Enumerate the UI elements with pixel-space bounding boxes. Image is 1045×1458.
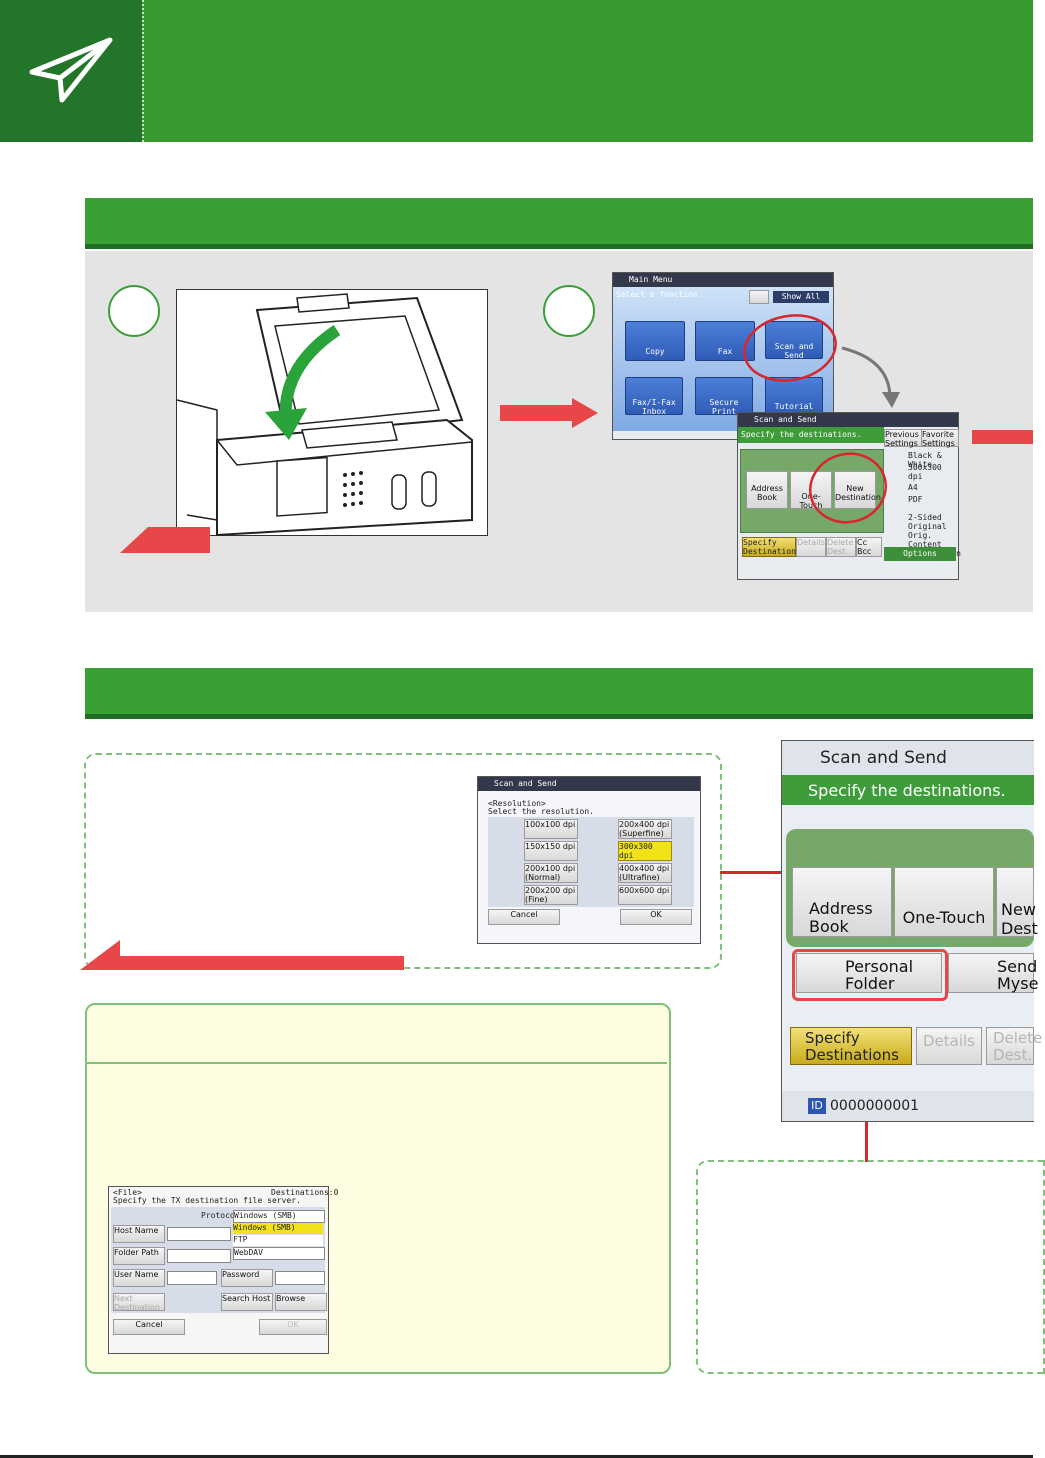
password-button[interactable]: Password <box>221 1269 273 1287</box>
file-screen: <File> Specify the TX destination file s… <box>108 1186 338 1354</box>
section-1-bar <box>85 198 1033 249</box>
large-new-dest-button[interactable]: New Dest <box>996 867 1038 938</box>
red-arrow-left <box>120 527 210 553</box>
large-specify-destinations-button[interactable]: Specify Destinations <box>790 1027 912 1065</box>
setting-format: PDF <box>908 495 923 504</box>
scanner-illustration <box>176 289 488 537</box>
resolution-ok-button[interactable]: OK <box>620 909 692 925</box>
main-menu-title: Main Menu <box>613 273 833 287</box>
host-name-input[interactable] <box>167 1227 231 1241</box>
res-600[interactable]: 600x600 dpi <box>618 885 672 905</box>
resolution-subheading: Select the resolution. <box>488 807 594 816</box>
scan-send-title: Scan and Send <box>738 413 958 427</box>
res-200x100[interactable]: 200x100 dpi (Normal) <box>524 863 578 883</box>
large-personal-folder-button[interactable]: Personal Folder <box>796 953 942 993</box>
host-name-button[interactable]: Host Name <box>113 1225 165 1243</box>
tile-copy[interactable]: Copy <box>625 321 685 361</box>
protocol-option-webdav[interactable]: WebDAV <box>233 1247 325 1260</box>
password-input[interactable] <box>275 1271 325 1285</box>
tile-secure-print[interactable]: Secure Print <box>695 377 753 416</box>
browse-button[interactable]: Browse <box>275 1293 327 1311</box>
paper-plane-icon <box>29 37 113 103</box>
step-1-circle <box>108 285 160 337</box>
setting-color: Black & White <box>908 451 942 469</box>
res-200x200[interactable]: 200x200 dpi (Fine) <box>524 885 578 905</box>
resolution-screen-title: Scan and Send <box>478 777 700 791</box>
large-details-button[interactable]: Details <box>916 1027 982 1065</box>
setting-2-sided: 2-Sided Original <box>908 513 947 531</box>
setting-size: A4 <box>908 483 918 492</box>
specify-destinations-button[interactable]: Specify Destinations <box>742 537 801 557</box>
header-icon-block <box>0 0 142 142</box>
personal-folder-note-box <box>696 1160 1045 1374</box>
personal-folder-highlight <box>792 949 948 1001</box>
step-2-circle <box>543 285 595 337</box>
address-book-button[interactable]: Address Book <box>746 471 788 509</box>
res-400[interactable]: 400x400 dpi (Ultrafine) <box>618 863 672 883</box>
red-arrow-continue <box>972 430 1033 444</box>
large-delete-dest-button[interactable]: Delete Dest. <box>986 1027 1042 1065</box>
new-destination-button[interactable]: New Destination <box>834 471 881 509</box>
file-subheading: Specify the TX destination file server. <box>113 1196 301 1205</box>
res-100[interactable]: 100x100 dpi <box>524 819 578 839</box>
header-divider <box>142 0 144 142</box>
tile-scan-and-send[interactable]: Scan and Send <box>765 321 823 360</box>
options-button[interactable]: Options <box>884 547 956 561</box>
large-screen-prompt: Specify the destinations. <box>808 781 1006 800</box>
bottom-rule <box>0 1455 1033 1458</box>
details-button[interactable]: Details <box>796 537 826 557</box>
main-menu-prompt: Select a function. <box>616 290 703 299</box>
favorite-settings-button[interactable]: Favorite Settings <box>921 429 959 448</box>
red-arrow-right <box>500 398 598 428</box>
tile-tutorial[interactable]: Tutorial <box>765 377 823 415</box>
large-send-myself-button[interactable]: Send Myse <box>948 953 1038 993</box>
large-scan-send-screen: Scan and Send Specify the destinations. … <box>781 740 1042 1122</box>
file-heading: <File> <box>113 1188 142 1197</box>
tile-fax-inbox[interactable]: Fax/I-Fax Inbox <box>625 377 683 416</box>
tile-fax[interactable]: Fax <box>695 321 755 361</box>
search-host-button[interactable]: Search Host <box>221 1293 273 1311</box>
cc-bcc-button[interactable]: Cc Bcc <box>856 537 882 557</box>
file-destinations-count: Destinations:0 <box>271 1188 339 1197</box>
protocol-label: Protocol: <box>201 1211 245 1220</box>
file-info-divider <box>87 1062 667 1065</box>
next-destination-button[interactable]: Next Destination <box>113 1293 165 1312</box>
user-name-input[interactable] <box>167 1271 217 1285</box>
user-switch-button[interactable] <box>749 290 769 304</box>
highlight-annotations <box>743 314 900 408</box>
section-2-bar <box>85 668 1033 719</box>
resolution-cancel-button[interactable]: Cancel <box>488 909 560 925</box>
red-arrow-section-2 <box>80 940 404 982</box>
new-destination-highlight <box>809 452 887 524</box>
res-150[interactable]: 150x150 dpi <box>524 841 578 861</box>
large-one-touch-button[interactable]: One-Touch <box>894 867 994 937</box>
resolution-screen: Scan and Send <Resolution> Select the re… <box>477 776 701 944</box>
id-icon: ID <box>808 1098 826 1114</box>
header-banner <box>0 0 1033 142</box>
setting-resolution: 300x300 dpi <box>908 463 942 481</box>
scan-send-prompt: Specify the destinations. <box>741 430 862 439</box>
resolution-heading: <Resolution> <box>488 799 546 808</box>
protocol-select[interactable]: Windows (SMB) <box>233 1210 325 1223</box>
large-screen-title: Scan and Send <box>820 748 947 768</box>
res-200x400[interactable]: 200x400 dpi (Superfine) <box>618 819 672 839</box>
user-id: 0000000001 <box>830 1098 920 1114</box>
file-cancel-button[interactable]: Cancel <box>113 1319 185 1335</box>
folder-path-button[interactable]: Folder Path <box>113 1247 165 1265</box>
previous-settings-button[interactable]: Previous Settings <box>884 429 922 448</box>
res-300-selected[interactable]: 300x300 dpi <box>618 841 672 861</box>
protocol-option-smb[interactable]: Windows (SMB) <box>233 1223 323 1234</box>
show-all-button[interactable]: Show All <box>773 291 829 303</box>
folder-path-input[interactable] <box>167 1249 231 1263</box>
protocol-option-ftp[interactable]: FTP <box>233 1235 323 1246</box>
file-ok-button[interactable]: OK <box>259 1319 327 1335</box>
large-address-book-button[interactable]: Address Book <box>792 867 892 937</box>
delete-dest-button[interactable]: Delete Dest. <box>826 537 856 557</box>
user-name-button[interactable]: User Name <box>113 1269 165 1287</box>
